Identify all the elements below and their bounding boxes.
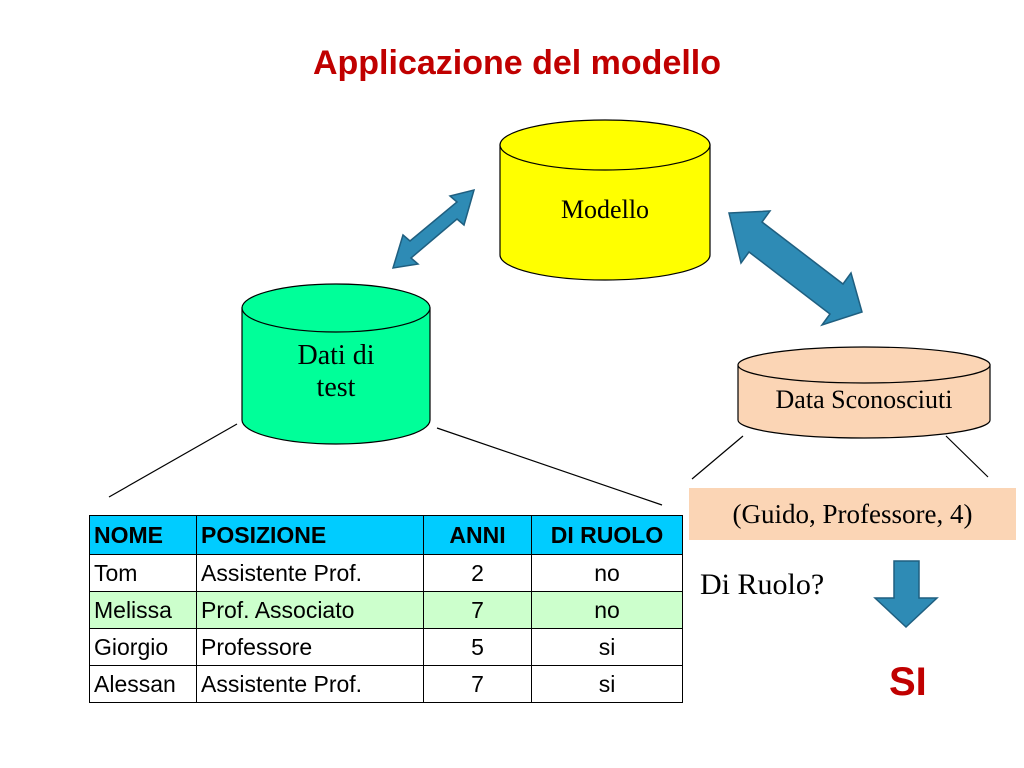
dati-di-test-label: Dati di test [242, 340, 430, 404]
table-cell: no [531, 591, 683, 629]
table-row: Alessan Assistente Prof. 7 si [89, 665, 683, 703]
table-cell: Giorgio [89, 628, 197, 666]
modello-cylinder [499, 119, 711, 281]
table-cell: Alessan [89, 665, 197, 703]
dati-di-test-cylinder [241, 283, 431, 445]
table-cell: 2 [423, 554, 532, 592]
training-data-table: NOME POSIZIONE ANNI DI RUOLO Tom Assiste… [89, 515, 683, 703]
table-row: Melissa Prof. Associato 7 no [89, 591, 683, 629]
connector-line [691, 435, 744, 480]
double-arrow-modello-sconosciuti [728, 210, 863, 327]
table-cell: Professore [196, 628, 424, 666]
column-header: NOME [89, 515, 197, 555]
table-cell: 7 [423, 665, 532, 703]
column-header: ANNI [423, 515, 532, 555]
table-cell: si [531, 628, 683, 666]
table-cell: 7 [423, 591, 532, 629]
table-cell: si [531, 665, 683, 703]
table-cell: no [531, 554, 683, 592]
connector-line [945, 435, 989, 478]
table-header-row: NOME POSIZIONE ANNI DI RUOLO [89, 515, 683, 555]
table-row: Tom Assistente Prof. 2 no [89, 554, 683, 592]
table-cell: Prof. Associato [196, 591, 424, 629]
unknown-record-box: (Guido, Professore, 4) [689, 488, 1016, 540]
data-sconosciuti-label: Data Sconosciuti [775, 385, 953, 414]
table-row: Giorgio Professore 5 si [89, 628, 683, 666]
connector-line [108, 423, 238, 498]
answer-text: SI [889, 660, 927, 704]
column-header: DI RUOLO [531, 515, 683, 555]
down-arrow-icon [873, 560, 939, 629]
data-sconosciuti-cylinder [737, 346, 991, 439]
dati-di-test-label-line: Dati di [297, 340, 375, 371]
dati-di-test-label-line: test [316, 372, 356, 403]
double-arrow-dati-modello [391, 188, 476, 269]
table-cell: Assistente Prof. [196, 554, 424, 592]
table-cell: Assistente Prof. [196, 665, 424, 703]
page-title: Applicazione del modello [312, 44, 722, 82]
table-cell: Tom [89, 554, 197, 592]
question-text: Di Ruolo? [700, 568, 825, 601]
connector-line [436, 427, 663, 506]
modello-label: Modello [560, 195, 650, 224]
table-cell: 5 [423, 628, 532, 666]
column-header: POSIZIONE [196, 515, 424, 555]
table-cell: Melissa [89, 591, 197, 629]
